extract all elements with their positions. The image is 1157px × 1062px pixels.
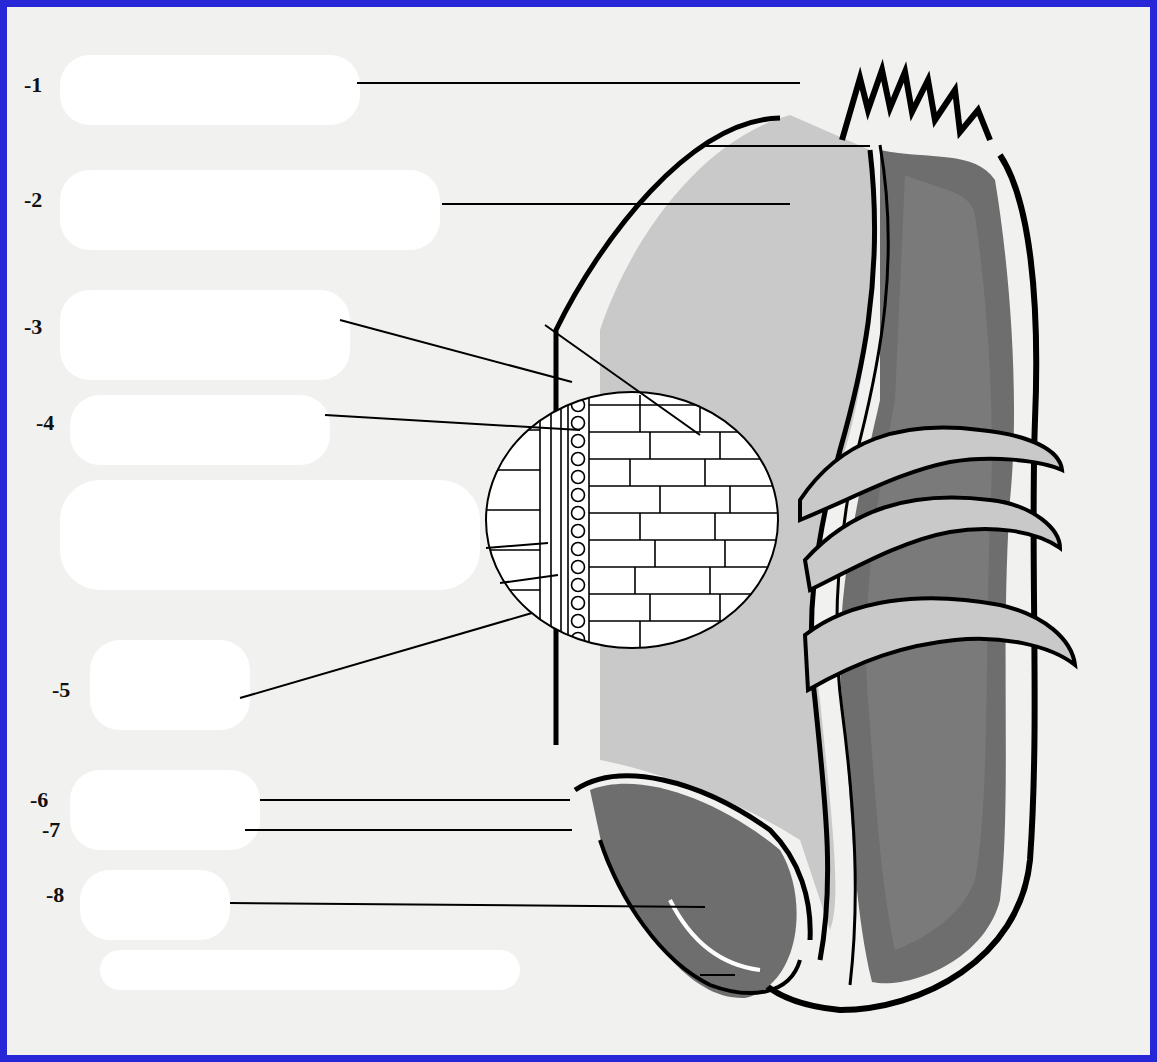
leader-line: [357, 82, 800, 84]
aleurone-cell: [572, 453, 585, 466]
leader-line: [700, 145, 870, 147]
aleurone-cell: [572, 597, 585, 610]
aleurone-cell: [572, 543, 585, 556]
aleurone-cell: [572, 489, 585, 502]
leader-line: [340, 320, 572, 382]
leader-line: [442, 203, 790, 205]
erased-area: [80, 870, 230, 940]
callout-number: -6: [30, 789, 48, 811]
erased-area: [100, 950, 520, 990]
erased-area: [60, 480, 480, 590]
aleurone-cell: [572, 615, 585, 628]
basal-outline: [600, 840, 800, 993]
callout-number: -5: [52, 679, 70, 701]
leader-line: [260, 799, 570, 801]
leader-line: [230, 903, 705, 907]
leader-line: [325, 415, 580, 430]
aleurone-cell: [572, 471, 585, 484]
leader-line: [486, 543, 548, 548]
cell-wall: [480, 430, 540, 630]
basal-line: [670, 900, 760, 970]
erased-areas: [60, 55, 520, 990]
rootlet: [805, 498, 1060, 591]
cell-wall: [588, 390, 590, 650]
aleurone-cell: [572, 525, 585, 538]
aleurone-cell: [572, 435, 585, 448]
leader-line: [245, 829, 572, 831]
magnified-lens: [480, 390, 790, 650]
cell-wall: [589, 405, 790, 621]
aleurone-cell: [572, 417, 585, 430]
leader-line: [545, 325, 700, 435]
callout-number: -8: [46, 884, 64, 906]
leader-line: [700, 974, 735, 976]
erased-area: [70, 395, 330, 465]
erased-area: [60, 170, 440, 250]
cell-wall: [630, 395, 730, 650]
seed: [556, 70, 1036, 1010]
leader-lines: [230, 83, 870, 975]
leader-line: [500, 575, 558, 583]
erased-area: [70, 770, 260, 850]
aleurone-cell: [572, 507, 585, 520]
leader-line: [240, 613, 532, 698]
basal-outline: [575, 776, 810, 940]
erased-area: [60, 55, 360, 125]
callout-number: -4: [36, 412, 54, 434]
cell-wall: [539, 390, 541, 650]
callout-number: -3: [24, 316, 42, 338]
background-panel: [7, 7, 1150, 1055]
aleurone-cell: [572, 561, 585, 574]
callout-number: -7: [42, 819, 60, 841]
aleurone-cell: [572, 579, 585, 592]
cell-layers: [480, 390, 790, 650]
callout-number: -1: [24, 74, 42, 96]
lens-outline: [486, 392, 778, 648]
erased-area: [90, 640, 250, 730]
rootlets: [800, 428, 1075, 690]
erased-area: [60, 290, 350, 380]
hairs: [842, 70, 990, 140]
rootlet: [805, 598, 1075, 690]
callout-number: -2: [24, 189, 42, 211]
